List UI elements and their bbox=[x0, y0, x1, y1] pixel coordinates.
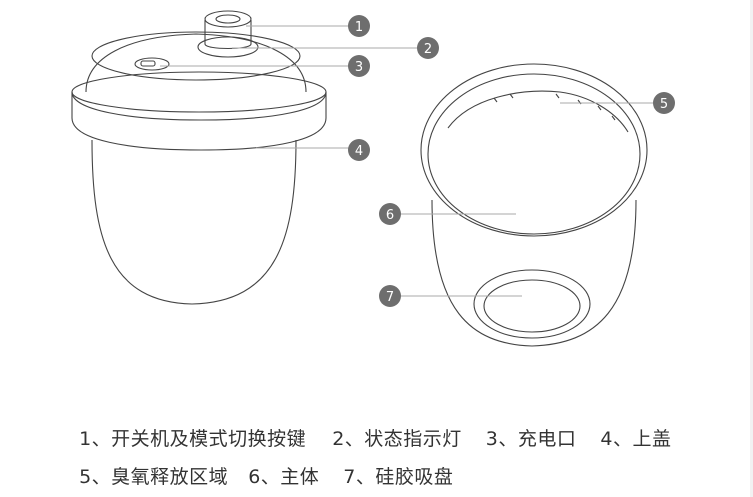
bottom-band-outer bbox=[420, 63, 648, 237]
front-charge-port bbox=[140, 60, 156, 67]
front-indicator bbox=[134, 57, 170, 71]
legend-item-6: 6、主体 bbox=[248, 466, 320, 488]
callout-badge-3: 3 bbox=[348, 55, 370, 77]
front-band-rim bbox=[71, 71, 327, 113]
front-button-hole bbox=[215, 14, 241, 24]
callout-badges: 1 2 3 4 5 6 7 bbox=[348, 15, 675, 307]
legend-item-2: 2、状态指示灯 bbox=[332, 428, 462, 450]
callout-badge-7: 7 bbox=[379, 285, 401, 307]
callout-badge-6: 6 bbox=[379, 203, 401, 225]
bottom-vent-arc bbox=[447, 90, 629, 133]
legend-item-3: 3、充电口 bbox=[485, 428, 577, 450]
right-edge-strip bbox=[750, 0, 753, 497]
leader-lines bbox=[160, 25, 654, 297]
callout-badge-5: 5 bbox=[653, 92, 675, 114]
bottom-sucker-inner bbox=[483, 279, 581, 333]
callout-number-3: 3 bbox=[355, 60, 363, 75]
bottom-body-outline bbox=[431, 199, 637, 347]
callout-number-5: 5 bbox=[660, 97, 668, 112]
legend-item-4: 4、上盖 bbox=[600, 428, 672, 450]
callout-number-6: 6 bbox=[386, 208, 394, 223]
legend-item-7: 7、硅胶吸盘 bbox=[343, 466, 454, 488]
callout-number-2: 2 bbox=[424, 42, 432, 57]
callout-number-4: 4 bbox=[355, 144, 363, 159]
legend-row-2: 5、臭氧释放区域 6、主体 7、硅胶吸盘 bbox=[66, 440, 453, 489]
bottom-sucker-outer bbox=[473, 269, 591, 339]
callout-number-7: 7 bbox=[386, 290, 394, 305]
callout-number-1: 1 bbox=[355, 20, 363, 35]
bottom-vent-ticks bbox=[493, 93, 616, 121]
legend-item-1: 1、开关机及模式切换按键 bbox=[79, 428, 307, 450]
front-body-outline bbox=[91, 139, 297, 305]
front-cap-top bbox=[91, 31, 301, 81]
front-button-body bbox=[204, 20, 252, 50]
device-front-view bbox=[71, 10, 327, 305]
callout-badge-4: 4 bbox=[348, 139, 370, 161]
callout-badge-1: 1 bbox=[348, 15, 370, 37]
legend-row-1: 1、开关机及模式切换按键 2、状态指示灯 3、充电口 4、上盖 bbox=[66, 402, 671, 451]
front-button-base bbox=[197, 36, 259, 58]
device-bottom-view bbox=[420, 63, 648, 347]
front-band-outline bbox=[71, 92, 327, 151]
front-cap-outline bbox=[85, 33, 307, 93]
front-band-top bbox=[71, 91, 327, 121]
legend-item-5: 5、臭氧释放区域 bbox=[79, 466, 229, 488]
front-button-top bbox=[204, 10, 252, 28]
callout-badge-2: 2 bbox=[417, 37, 439, 59]
bottom-band-inner bbox=[427, 73, 641, 235]
